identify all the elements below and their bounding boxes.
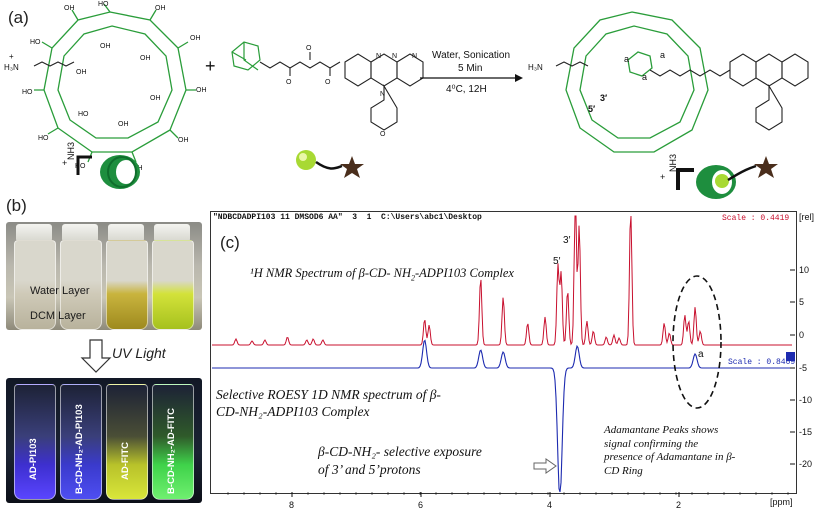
svg-text:OH: OH: [64, 5, 75, 12]
svg-text:O: O: [380, 131, 386, 138]
amine-linker-right: [555, 61, 589, 67]
y-tick-label: -20: [799, 459, 812, 469]
svg-text:OH: OH: [76, 69, 87, 76]
svg-text:3′: 3′: [600, 93, 607, 103]
hollow-arrow: [533, 458, 557, 474]
svg-text:N: N: [412, 53, 417, 60]
nmr-header: "NDBCDADPI103 11 DMSOD6 AA" 3 1 C:\Users…: [213, 213, 482, 222]
svg-text:H₃N: H₃N: [528, 63, 543, 72]
y-tick-label: -5: [799, 363, 807, 373]
y-tick-label: 10: [799, 265, 809, 275]
x-tick-label: 4: [547, 500, 552, 510]
photo-uv-vials: AD-PI103 B-CD-NH₂-AD-PI103 AD-FITC B-CD-…: [6, 378, 202, 503]
svg-text:a: a: [660, 50, 665, 60]
svg-text:HO: HO: [22, 89, 33, 96]
svg-text:5′: 5′: [588, 104, 595, 114]
svg-text:OH: OH: [100, 43, 111, 50]
svg-text:+: +: [660, 172, 665, 182]
svg-text:+: +: [62, 158, 67, 168]
uv-arrow: [80, 339, 112, 373]
svg-text:OH: OH: [178, 137, 189, 144]
spectrum2-title: Selective ROESY 1D NMR spectrum of β- CD…: [216, 387, 441, 419]
svg-text:HO: HO: [75, 163, 86, 170]
scale-blue: Scale : 0.8409: [728, 358, 796, 367]
scale-blue-marker: [786, 352, 795, 361]
uv-light-label: UV Light: [112, 345, 166, 361]
panel-label-c: (c): [220, 233, 240, 252]
spectrum-roesy-blue: [212, 339, 792, 493]
svg-text:OH: OH: [140, 55, 151, 62]
svg-text:a: a: [642, 72, 647, 82]
panel-label-b: (b): [6, 196, 27, 215]
svg-text:NH3: NH3: [66, 142, 76, 160]
peak-label-a: a: [698, 349, 704, 360]
amine-label: H₃N: [4, 63, 19, 72]
cd-exposure-note: β-CD-NH₂- selective exposure of 3’ and 5…: [318, 444, 482, 477]
host-cartoon-left: [76, 155, 140, 189]
complex-cartoon: [676, 156, 778, 199]
photo-biphasic-vials: Water Layer DCM Layer: [6, 222, 202, 330]
y-tick-label: -10: [799, 395, 812, 405]
svg-text:N: N: [392, 53, 397, 60]
guest-atom-labels: O O O N N N N O: [286, 45, 417, 138]
plus-sign: +: [205, 56, 216, 76]
product-labels: 3′ 5′ a a a: [588, 50, 665, 114]
adamantane-note: Adamantane Peaks shows signal confirming…: [604, 424, 736, 477]
panel-label-a: (a): [8, 8, 29, 27]
peak-label-3: 3′: [563, 235, 571, 246]
x-tick-label: 6: [418, 500, 423, 510]
svg-text:HO: HO: [30, 39, 41, 46]
svg-text:HO: HO: [78, 111, 89, 118]
svg-text:OH: OH: [196, 87, 207, 94]
svg-text:O: O: [325, 79, 331, 86]
water-layer-label: Water Layer: [30, 285, 90, 297]
amine-linker: [33, 61, 75, 67]
dcm-layer-label: DCM Layer: [30, 310, 86, 322]
linker-guest: [259, 52, 424, 131]
x-tick-label: 8: [289, 500, 294, 510]
spectrum1-title: ¹H NMR Spectrum of β-CD- NH2-ADPI103 Com…: [250, 266, 514, 283]
svg-text:O: O: [306, 45, 312, 52]
product-linker: [649, 53, 809, 131]
y-tick-label: 0: [799, 330, 804, 340]
svg-text:OH: OH: [190, 35, 201, 42]
svg-text:HO: HO: [98, 1, 109, 8]
svg-text:NH3: NH3: [668, 154, 678, 172]
svg-text:a: a: [624, 54, 629, 64]
scale-red: Scale : 0.4419: [722, 214, 790, 223]
x-tick-label: 2: [676, 500, 681, 510]
guest-cartoon: [296, 150, 364, 178]
svg-text:N: N: [380, 91, 385, 98]
svg-text:OH: OH: [150, 95, 161, 102]
svg-text:O: O: [286, 79, 292, 86]
peak-label-5: 5′: [553, 256, 561, 267]
svg-text:OH: OH: [118, 121, 129, 128]
svg-text:N: N: [376, 53, 381, 60]
conditions-line1: Water, Sonication: [432, 50, 510, 61]
svg-text:OH: OH: [155, 5, 166, 12]
amine-charge: +: [9, 52, 14, 61]
y-tick-label: 5: [799, 297, 804, 307]
cyclodextrin-right: [565, 11, 709, 153]
adamantane-highlight-ellipse: [672, 275, 722, 409]
spectrum-1h-red: [212, 215, 792, 346]
cyclodextrin-left: [34, 3, 196, 163]
unit-ppm: [ppm]: [770, 497, 793, 507]
svg-text:HO: HO: [38, 135, 49, 142]
unit-rel: [rel]: [799, 212, 815, 222]
y-tick-label: -15: [799, 427, 812, 437]
conditions-line3: 4⁰C, 12H: [446, 84, 487, 95]
conditions-line2: 5 Min: [458, 63, 482, 74]
adamantane-guest: [231, 41, 261, 71]
